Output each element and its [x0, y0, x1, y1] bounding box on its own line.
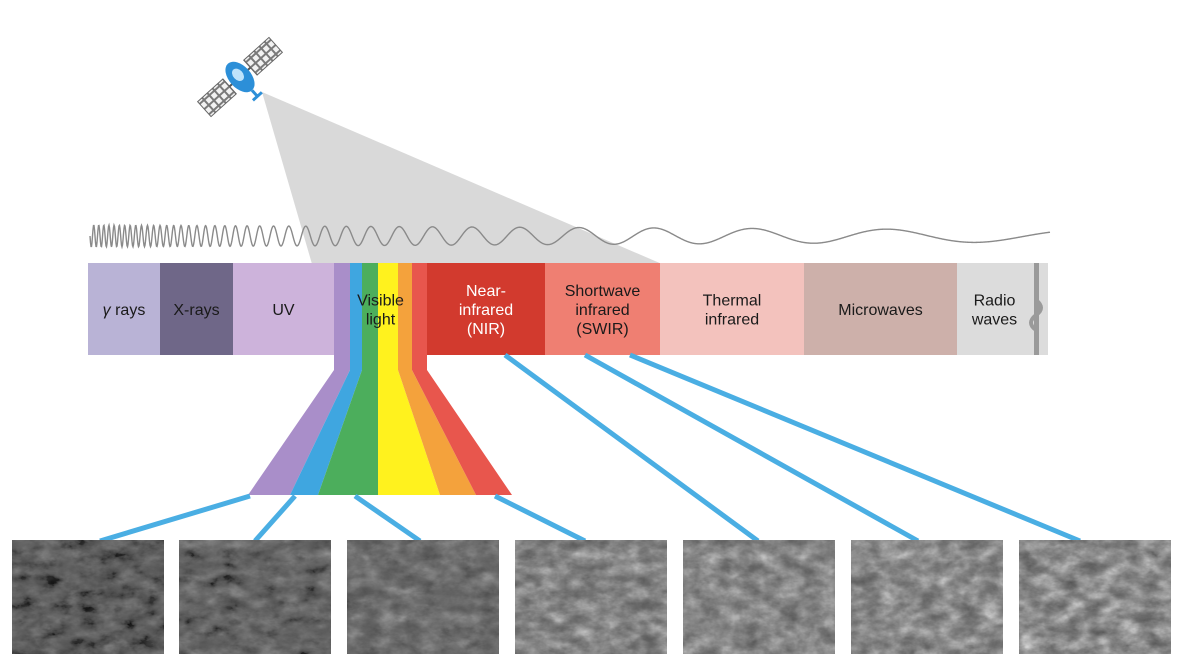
band-image-thumbnail[interactable]	[515, 540, 667, 654]
visible-stripe	[362, 263, 378, 355]
band-microwaves-fill	[804, 263, 957, 355]
band-swir: Shortwave infrared (SWIR)	[545, 263, 660, 355]
funnel-segment	[318, 355, 378, 495]
band-image-thumbnail[interactable]	[683, 540, 835, 654]
satellite-icon	[196, 36, 284, 118]
band-gamma-rays-fill	[88, 263, 160, 355]
band-label: Near-	[466, 283, 506, 300]
funnel-segment	[378, 355, 440, 495]
funnel-segment	[398, 355, 476, 495]
band-label: UV	[272, 302, 295, 319]
connector-line	[353, 493, 422, 544]
band-uv-fill	[233, 263, 334, 355]
band-label: Visible	[357, 293, 404, 310]
funnel-segment	[248, 355, 350, 495]
break-icon	[1029, 263, 1043, 355]
band-thermal-infrared-fill	[660, 263, 804, 355]
band-x-rays-fill	[160, 263, 233, 355]
band-label: (NIR)	[467, 321, 505, 338]
band-gamma-rays: γ rays	[88, 263, 160, 355]
band-microwaves: Microwaves	[804, 263, 957, 355]
visible-stripe	[350, 263, 362, 355]
band-image-thumbnail[interactable]	[851, 540, 1003, 654]
band-label: Radio	[974, 293, 1016, 310]
connector-line	[583, 352, 920, 544]
connector-line	[493, 493, 587, 544]
funnel-segment	[412, 355, 512, 495]
connector-line	[99, 493, 251, 544]
funnel-segment	[290, 355, 362, 495]
connector-line	[253, 494, 297, 543]
band-label: infrared	[575, 302, 629, 319]
band-label: Thermal	[703, 293, 762, 310]
band-label: (SWIR)	[576, 321, 628, 338]
band-visible-light: Visible light	[334, 263, 427, 355]
band-image-thumbnail[interactable]	[1019, 540, 1171, 654]
band-swir-fill	[545, 263, 660, 355]
band-image-thumbnail[interactable]	[179, 540, 331, 654]
connector-line	[503, 352, 760, 544]
band-label: γ rays	[103, 302, 146, 319]
band-x-rays: X-rays	[160, 263, 233, 355]
connector-line	[629, 352, 1081, 544]
connector-lines	[99, 352, 1081, 544]
band-uv: UV	[233, 263, 334, 355]
band-radio-waves-fill	[957, 263, 1048, 355]
band-label: waves	[971, 312, 1017, 329]
band-image-thumbnails	[12, 540, 1171, 654]
band-radio-waves: Radio waves	[957, 263, 1048, 355]
wave-icon	[89, 222, 1051, 250]
band-label: Shortwave	[565, 283, 641, 300]
band-label: infrared	[705, 312, 759, 329]
band-nir-fill	[427, 263, 545, 355]
visible-stripe	[378, 263, 398, 355]
band-thermal-infrared: Thermal infrared	[660, 263, 804, 355]
satellite-view-beam	[262, 92, 662, 264]
band-label: light	[366, 312, 396, 329]
band-image-thumbnail[interactable]	[12, 540, 164, 654]
band-image-thumbnail[interactable]	[347, 540, 499, 654]
spectrum-bar: γ rays X-rays UV Visible light Near-infrared (…	[88, 263, 1048, 355]
visible-stripe	[334, 263, 350, 355]
band-label: Microwaves	[838, 302, 922, 319]
band-label: infrared	[459, 302, 513, 319]
visible-stripe	[398, 263, 412, 355]
band-label: X-rays	[173, 302, 219, 319]
band-nir: Near-infrared (NIR)	[427, 263, 545, 355]
visible-light-funnel	[248, 355, 512, 495]
visible-stripe	[412, 263, 427, 355]
